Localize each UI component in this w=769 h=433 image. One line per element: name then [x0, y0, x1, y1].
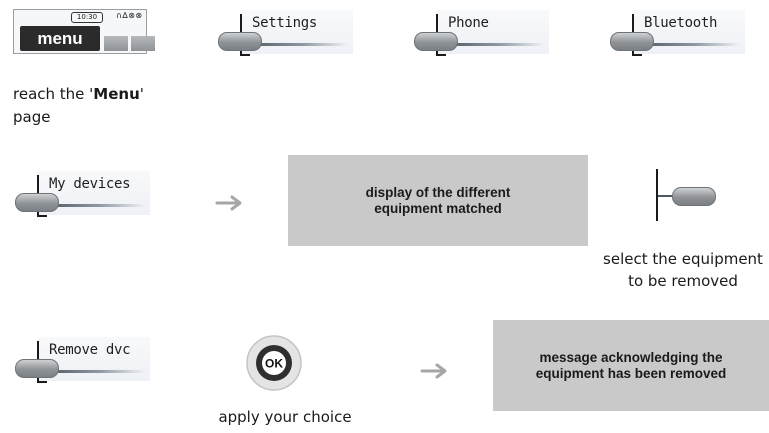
key-button-icon[interactable]	[414, 32, 458, 51]
softkey-2[interactable]	[131, 36, 155, 51]
removal-message-box: message acknowledging the equipment has …	[493, 320, 769, 411]
key-button-icon[interactable]	[15, 193, 59, 212]
key-button-icon[interactable]	[218, 32, 262, 51]
ok-button-icon[interactable]: OK	[244, 333, 304, 393]
menu-caption-bold: Menu	[93, 85, 140, 103]
remove-device-key[interactable]: Remove dvc	[15, 337, 150, 383]
ok-caption: apply your choice	[218, 408, 352, 426]
status-icons: ∩∆⊗⊗	[116, 11, 143, 20]
arrow-right-icon	[215, 195, 242, 211]
bluetooth-key[interactable]: Bluetooth	[610, 10, 745, 56]
select-caption-line1: select the equipment	[603, 250, 763, 268]
arrow-right-icon	[420, 363, 447, 379]
equipment-list-box: display of the different equipment match…	[288, 155, 588, 246]
select-caption-line2: to be removed	[628, 272, 738, 290]
menu-caption: reach the 'Menu'	[13, 85, 144, 103]
menu-caption-line2: page	[13, 108, 51, 126]
clock-display: 10:30	[71, 12, 103, 23]
phone-key[interactable]: Phone	[414, 10, 549, 56]
svg-text:OK: OK	[265, 357, 283, 371]
menu-key[interactable]: menu	[20, 26, 100, 51]
settings-key[interactable]: Settings	[218, 10, 353, 56]
key-button-icon[interactable]	[610, 32, 654, 51]
softkey-1[interactable]	[104, 36, 128, 51]
select-key-icon[interactable]	[656, 169, 716, 221]
key-button-icon[interactable]	[15, 359, 59, 378]
my-devices-key[interactable]: My devices	[15, 171, 150, 217]
phone-screen-preview: 10:30 ∩∆⊗⊗ menu	[13, 9, 155, 54]
